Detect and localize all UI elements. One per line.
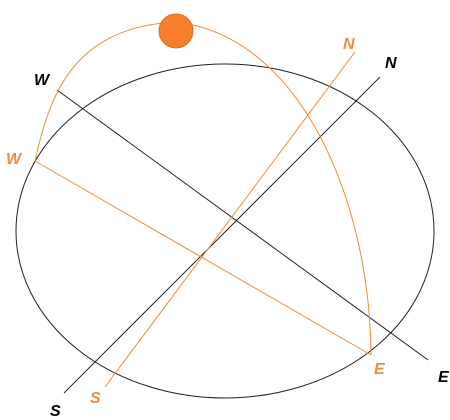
orange-north-label: N bbox=[343, 36, 355, 53]
orange-west-label: W bbox=[6, 151, 23, 168]
orange-south-north-line bbox=[104, 51, 356, 388]
black-south-north-line bbox=[63, 76, 381, 394]
black-west-label: W bbox=[34, 72, 51, 89]
black-east-label: E bbox=[438, 369, 450, 386]
orange-east-label: E bbox=[374, 361, 386, 378]
horizon-ellipse bbox=[15, 63, 435, 399]
sun-path-arc bbox=[34, 21, 372, 356]
black-north-label: N bbox=[385, 55, 397, 72]
sun-icon bbox=[158, 13, 194, 49]
orange-west-east-line bbox=[34, 160, 372, 356]
orange-south-label: S bbox=[90, 390, 101, 407]
black-south-label: S bbox=[50, 403, 61, 420]
black-west-east-line bbox=[56, 89, 429, 361]
